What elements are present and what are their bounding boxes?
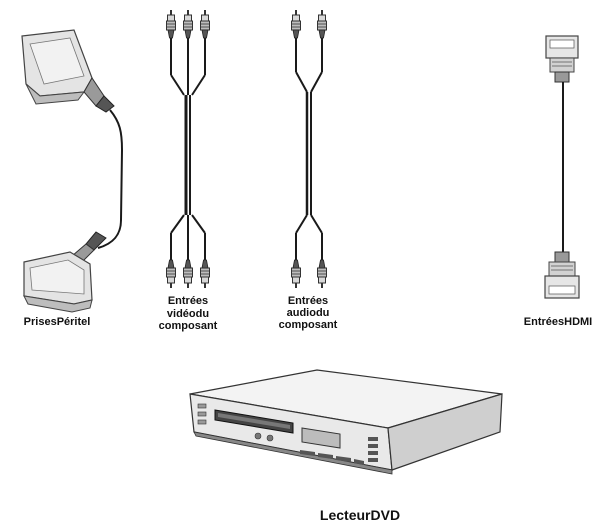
- label-scart: PrisesPéritel: [23, 316, 91, 328]
- hdmi-cable: [544, 35, 580, 299]
- label-component-audio-line2: audiodu: [286, 307, 330, 319]
- scart-plug-bottom: [23, 231, 107, 313]
- label-component-video-line3: composant: [158, 320, 218, 332]
- label-component-video-line2: vidéodu: [166, 308, 210, 320]
- component-audio-cable: [291, 9, 327, 289]
- component-video-cable: [166, 9, 210, 289]
- label-component-audio-line3: composant: [278, 319, 338, 331]
- dvd-player: [189, 369, 503, 475]
- label-hdmi: EntréesHDMI: [523, 316, 593, 328]
- label-component-audio-line1: Entrées: [287, 295, 329, 307]
- scart-plug-top: [21, 29, 115, 113]
- label-dvd-player: LecteurDVD: [319, 507, 401, 523]
- scart-cable: [21, 29, 124, 313]
- label-component-video-line1: Entrées: [167, 295, 209, 307]
